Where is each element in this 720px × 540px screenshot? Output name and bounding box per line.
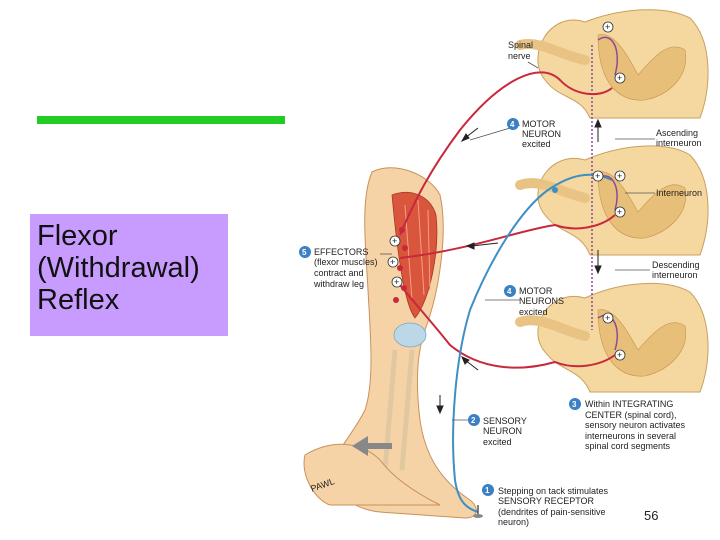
svg-text:NEURON: NEURON <box>483 426 522 436</box>
svg-text:Spinal: Spinal <box>508 40 533 50</box>
svg-text:MOTOR: MOTOR <box>522 119 556 129</box>
svg-text:NEURON: NEURON <box>522 129 561 139</box>
sensory-neuron-path <box>452 173 613 513</box>
page-number: 56 <box>644 508 659 523</box>
label-descending-interneuron: Descending interneuron <box>652 260 700 280</box>
svg-text:5: 5 <box>302 248 307 257</box>
svg-text:interneuron: interneuron <box>652 270 698 280</box>
svg-text:Within INTEGRATING: Within INTEGRATING <box>585 399 673 409</box>
svg-text:interneuron: interneuron <box>656 138 702 148</box>
step-badge-5 <box>299 246 311 258</box>
title-line-3: Reflex <box>37 284 120 316</box>
svg-text:spinal cord segments: spinal cord segments <box>585 441 671 451</box>
svg-text:+: + <box>390 257 395 267</box>
svg-text:+: + <box>617 171 622 181</box>
svg-text:+: + <box>605 22 610 32</box>
descending-interneuron <box>597 314 619 351</box>
label-spinal-nerve: Spinal nerve <box>508 40 533 61</box>
slide-title-box: Flexor (Withdrawal) Reflex <box>30 214 228 336</box>
motor-neuron-path-bottom <box>399 284 616 369</box>
svg-text:1: 1 <box>485 486 490 495</box>
svg-text:(dendrites of pain-sensitive: (dendrites of pain-sensitive <box>498 507 606 517</box>
ascending-interneuron <box>597 36 619 76</box>
svg-text:SENSORY: SENSORY <box>483 416 527 426</box>
label-ascending-interneuron: Ascending interneuron <box>656 128 702 148</box>
motor-neuron-path-top <box>399 71 613 236</box>
label-integrating-center: 3 Within INTEGRATING CENTER (spinal cord… <box>569 398 686 451</box>
motor-neuron-path-middle <box>399 214 616 259</box>
step-badge-4a <box>507 118 519 130</box>
svg-text:sensory neuron activates: sensory neuron activates <box>585 420 686 430</box>
svg-text:Ascending: Ascending <box>656 128 698 138</box>
svg-text:EFFECTORS: EFFECTORS <box>314 247 368 257</box>
svg-text:SENSORY RECEPTOR: SENSORY RECEPTOR <box>498 496 595 506</box>
title-line-1: Flexor <box>37 220 118 252</box>
accent-bar <box>37 116 285 124</box>
step-badge-4b <box>504 285 516 297</box>
sensory-ganglion <box>552 187 558 193</box>
spinal-cord-segment-bottom <box>515 283 709 393</box>
svg-text:2: 2 <box>471 416 476 425</box>
step-badge-1 <box>482 484 494 496</box>
label-sensory-neuron: 2 SENSORY NEURON excited <box>468 414 527 447</box>
withdraw-arrowhead <box>352 436 368 456</box>
label-motor-neuron-top: 4 MOTOR NEURON excited <box>507 118 561 149</box>
leg-illustration: PAWL <box>303 167 477 519</box>
svg-text:+: + <box>605 313 610 323</box>
svg-text:4: 4 <box>510 120 515 129</box>
motor-end-plates <box>393 227 408 303</box>
excitatory-signs: + + + + + + + + + + <box>387 21 626 361</box>
svg-text:+: + <box>617 207 622 217</box>
svg-text:excited: excited <box>519 307 548 317</box>
label-sensory-receptor: 1 Stepping on tack stimulates SENSORY RE… <box>482 484 609 527</box>
svg-text:Interneuron: Interneuron <box>656 188 702 198</box>
label-interneuron: Interneuron <box>656 188 702 198</box>
svg-text:interneurons in several: interneurons in several <box>585 431 676 441</box>
spinal-cord-segment-top <box>515 9 709 119</box>
svg-text:excited: excited <box>483 437 512 447</box>
svg-text:Stepping on tack stimulates: Stepping on tack stimulates <box>498 486 609 496</box>
label-effectors: 5 EFFECTORS (flexor muscles) contract an… <box>299 246 378 289</box>
svg-text:neuron): neuron) <box>498 517 529 527</box>
svg-text:+: + <box>595 171 600 181</box>
svg-text:Descending: Descending <box>652 260 700 270</box>
svg-text:nerve: nerve <box>508 51 531 61</box>
svg-text:4: 4 <box>507 287 512 296</box>
tack-icon <box>473 505 483 518</box>
svg-text:+: + <box>394 277 399 287</box>
title-line-2: (Withdrawal) <box>37 252 200 284</box>
svg-text:+: + <box>617 73 622 83</box>
svg-text:(flexor muscles): (flexor muscles) <box>314 257 378 267</box>
svg-text:CENTER (spinal cord),: CENTER (spinal cord), <box>585 410 677 420</box>
svg-text:+: + <box>617 350 622 360</box>
svg-text:+: + <box>392 236 397 246</box>
svg-text:MOTOR: MOTOR <box>519 286 553 296</box>
svg-text:withdraw leg: withdraw leg <box>313 279 364 289</box>
svg-text:NEURONS: NEURONS <box>519 296 564 306</box>
label-motor-neurons: 4 MOTOR NEURONS excited <box>504 285 564 317</box>
spinal-cord-segment-middle <box>515 145 709 256</box>
svg-text:excited: excited <box>522 139 551 149</box>
step-badge-2 <box>468 414 480 426</box>
svg-text:3: 3 <box>572 400 577 409</box>
step-badge-3 <box>569 398 581 410</box>
direction-arrows <box>436 118 602 415</box>
svg-text:contract and: contract and <box>314 268 364 278</box>
